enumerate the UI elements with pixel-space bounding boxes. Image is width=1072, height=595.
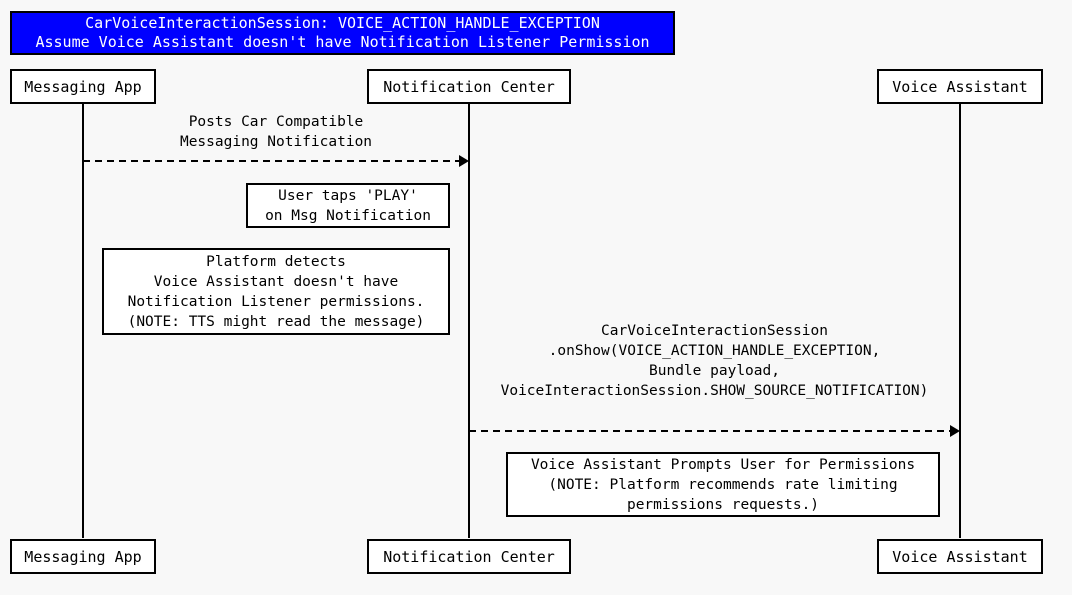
note-platform-detects-line-1: Platform detects xyxy=(206,253,346,270)
note-prompts-user-line-1: Voice Assistant Prompts User for Permiss… xyxy=(530,456,916,473)
note-prompts-user-permissions: Voice Assistant Prompts User for Permiss… xyxy=(506,452,940,517)
participant-voice-assistant-top[interactable]: Voice Assistant xyxy=(877,69,1043,104)
lifeline-messaging-app xyxy=(82,104,84,538)
message-post-notification-line-1: Posts Car Compatible xyxy=(188,114,364,130)
message-arrow-post-notification xyxy=(83,155,469,167)
message-arrow-line-on-show xyxy=(469,430,951,432)
message-arrow-head-post-notification xyxy=(459,155,469,167)
message-post-notification-line-2: Messaging Notification xyxy=(179,134,373,150)
message-on-show-line-1: CarVoiceInteractionSession xyxy=(601,323,828,339)
message-on-show-line-3: Bundle payload, xyxy=(649,363,780,379)
message-label-on-show: CarVoiceInteractionSession .onShow(VOICE… xyxy=(469,321,960,401)
participant-messaging-app-bottom[interactable]: Messaging App xyxy=(10,539,156,574)
note-platform-detects: Platform detects Voice Assistant doesn't… xyxy=(102,248,450,335)
message-arrow-line-post-notification xyxy=(83,160,460,162)
diagram-title-banner: CarVoiceInteractionSession: VOICE_ACTION… xyxy=(10,11,675,55)
message-arrow-head-on-show xyxy=(950,425,960,437)
note-user-taps-play: User taps 'PLAY' on Msg Notification xyxy=(246,183,450,228)
message-label-post-notification: Posts Car Compatible Messaging Notificat… xyxy=(83,112,469,152)
participant-notification-center-top[interactable]: Notification Center xyxy=(367,69,571,104)
lifeline-notification-center xyxy=(468,104,470,538)
lifeline-voice-assistant xyxy=(959,104,961,538)
note-platform-detects-line-3: Notification Listener permissions. xyxy=(127,293,425,310)
note-user-taps-play-line-2: on Msg Notification xyxy=(265,207,431,224)
message-on-show-line-2: .onShow(VOICE_ACTION_HANDLE_EXCEPTION, xyxy=(548,343,881,359)
note-platform-detects-line-4: (NOTE: TTS might read the message) xyxy=(127,313,425,330)
message-arrow-on-show xyxy=(469,425,960,437)
participant-voice-assistant-bottom[interactable]: Voice Assistant xyxy=(877,539,1043,574)
note-platform-detects-line-2: Voice Assistant doesn't have xyxy=(153,273,399,290)
note-prompts-user-line-2: (NOTE: Platform recommends rate limiting xyxy=(548,476,898,493)
note-prompts-user-line-3: permissions requests.) xyxy=(626,496,820,513)
diagram-title-line-2: Assume Voice Assistant doesn't have Noti… xyxy=(35,33,650,51)
participant-notification-center-bottom[interactable]: Notification Center xyxy=(367,539,571,574)
participant-messaging-app-top[interactable]: Messaging App xyxy=(10,69,156,104)
diagram-title-line-1: CarVoiceInteractionSession: VOICE_ACTION… xyxy=(85,14,600,32)
message-on-show-line-4: VoiceInteractionSession.SHOW_SOURCE_NOTI… xyxy=(500,383,929,399)
note-user-taps-play-line-1: User taps 'PLAY' xyxy=(278,187,418,204)
